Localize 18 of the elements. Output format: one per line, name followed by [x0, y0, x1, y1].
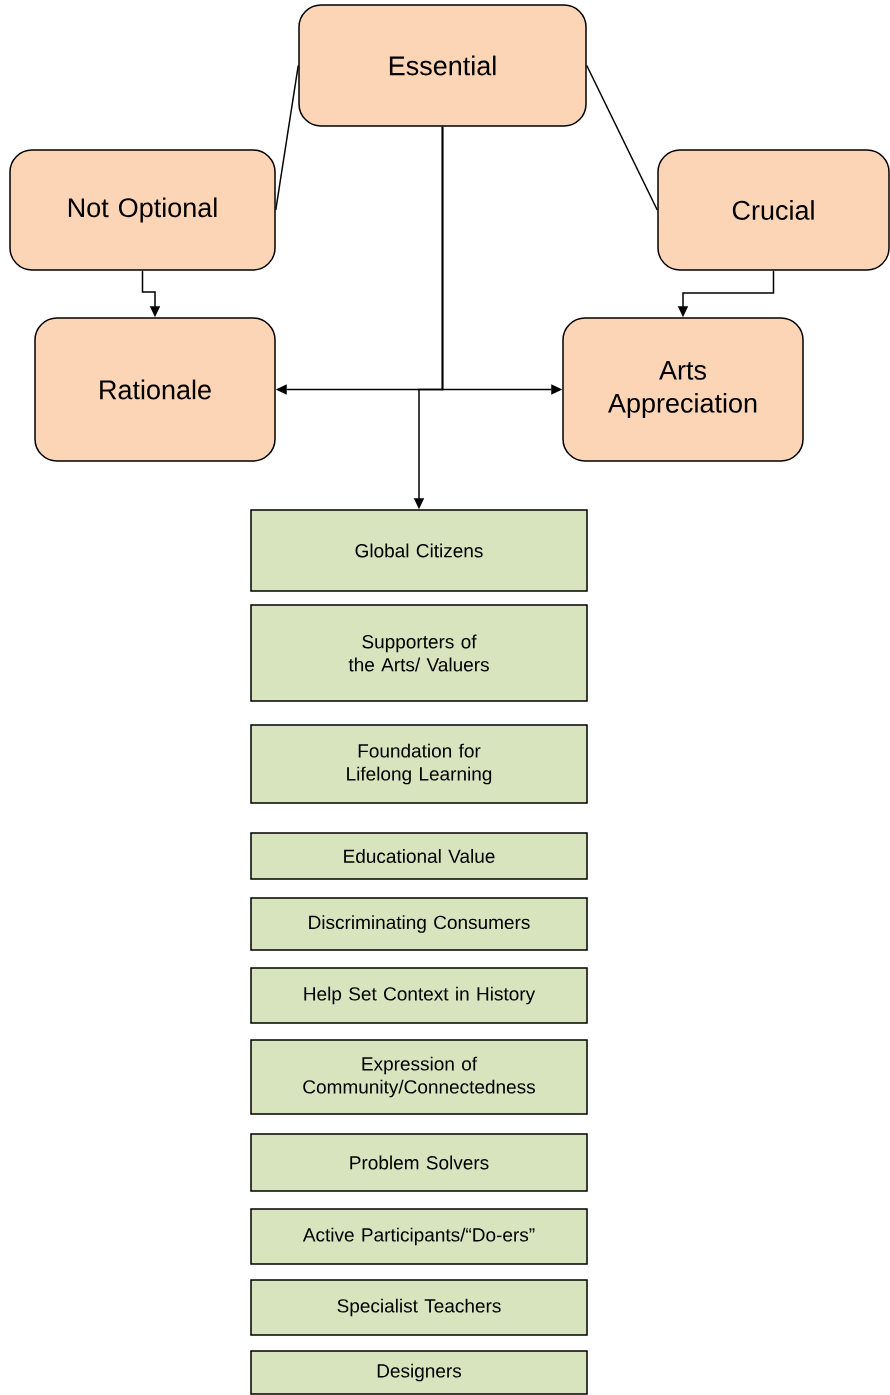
rounded-box: Crucial — [657, 149, 890, 271]
rounded-box: Rationale — [34, 317, 276, 462]
process-box: Discriminating Consumers — [250, 897, 588, 951]
process-box: Designers — [250, 1350, 588, 1395]
process-box: Active Participants/“Do-ers” — [250, 1208, 588, 1265]
process-box: Educational Value — [250, 832, 588, 880]
process-box: Specialist Teachers — [250, 1279, 588, 1336]
connector-line — [586, 64, 658, 211]
rounded-box: Arts Appreciation — [562, 317, 804, 462]
connector-line — [275, 64, 299, 211]
rounded-box: Not Optional — [9, 149, 276, 271]
process-box: Global Citizens — [250, 509, 588, 592]
process-box: Help Set Context in History — [250, 967, 588, 1024]
process-box: Problem Solvers — [250, 1133, 588, 1192]
process-box: Foundation for Lifelong Learning — [250, 724, 588, 804]
process-box: Expression of Community/Connectedness — [250, 1039, 588, 1115]
rounded-box: Essential — [298, 4, 587, 127]
process-box: Supporters of the Arts/ Valuers — [250, 604, 588, 702]
